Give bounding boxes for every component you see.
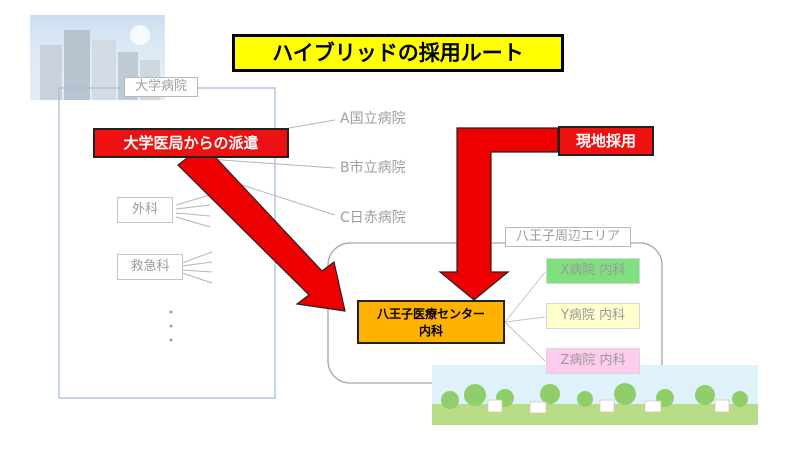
local-hire-label: 現地採用 (558, 126, 654, 156)
ellipsis-dots: ・・・ (162, 305, 178, 347)
dispatch-arrow (177, 144, 346, 312)
dispatch-route-label: 大学医局からの派遣 (93, 128, 289, 158)
hachioji-area-label: 八王子周辺エリア (505, 227, 631, 247)
center-department: 内科 (418, 324, 443, 338)
department-surgery: 外科 (117, 197, 173, 223)
hospital-y: Y病院 内科 (546, 303, 640, 329)
diagram-title: ハイブリッドの採用ルート (232, 34, 564, 72)
xyz-fan-lines (504, 271, 546, 362)
hospital-b: B市立病院 (340, 160, 406, 176)
building-illustration (30, 15, 165, 100)
town-illustration (432, 365, 758, 425)
hospital-a: A国立病院 (340, 111, 406, 127)
hospital-z: Z病院 内科 (546, 348, 640, 374)
center-name: 八王子医療センター (376, 307, 485, 321)
local-hire-arrow (438, 127, 559, 301)
department-emergency: 救急科 (117, 254, 183, 280)
hachioji-medical-center: 八王子医療センター 内科 (357, 300, 505, 344)
hospital-c: C日赤病院 (340, 210, 406, 226)
hospital-x: X病院 内科 (546, 258, 640, 284)
university-label: 大学病院 (124, 77, 198, 97)
